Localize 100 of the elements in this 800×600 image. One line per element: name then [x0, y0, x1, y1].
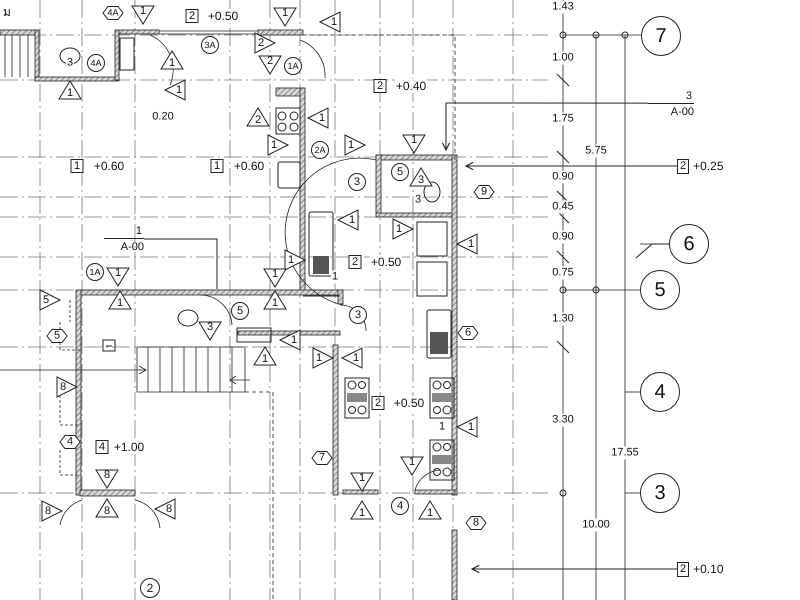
elevation-tag: 3	[198, 321, 222, 341]
leader-arrow	[471, 564, 678, 574]
door-tag: 3	[349, 306, 367, 324]
level-value: +0.60	[92, 159, 126, 173]
door-tag: 3	[348, 173, 366, 191]
door-tag: 4A	[87, 54, 105, 72]
grid-bubble: 2	[140, 578, 160, 598]
level-value: +0.50	[370, 255, 402, 269]
elevation-tag: 8	[154, 498, 176, 520]
elevation-tag: 1	[341, 347, 363, 369]
dimension-text: 1.00	[551, 52, 575, 64]
elevation-tag: 1	[402, 134, 426, 154]
elevation-tag: 1	[131, 5, 155, 25]
grid-bubble: 5	[640, 270, 680, 310]
elevation-tag: 1	[267, 134, 289, 156]
elevation-tag: 1	[456, 233, 478, 255]
door-tag: 5	[391, 163, 409, 181]
elevation-tag: 1	[164, 79, 186, 101]
level-value: +0.50	[206, 9, 240, 23]
leader-arrow	[465, 162, 678, 170]
elevation-tag: 1	[456, 416, 478, 438]
floor-level-number: 2	[348, 255, 362, 269]
dimension-text: 5.75	[584, 144, 608, 158]
elevation-tag: 1	[312, 347, 334, 369]
door-tag: 1A	[284, 57, 302, 75]
leader-arrow	[442, 102, 648, 151]
grid-bubble: 7	[641, 16, 681, 56]
window-tag: 9	[473, 184, 495, 200]
elevation-tag: 1	[279, 329, 301, 351]
window-tag: 5	[46, 328, 68, 344]
door-tag: 2A	[311, 141, 329, 159]
floor-level-number: 2	[374, 79, 386, 93]
level-value: +0.50	[392, 396, 426, 410]
door-tag: 5	[231, 302, 249, 320]
elevation-tag: 1	[392, 218, 414, 240]
elevation-tag: 1	[307, 107, 329, 129]
level-value: +0.10	[693, 563, 724, 575]
level-value: +0.40	[394, 79, 428, 93]
elevation-tag: 1	[160, 50, 184, 70]
floor-level-number: 2	[677, 158, 690, 174]
elevation-tag: 1	[263, 268, 287, 288]
dimension-text: 1.30	[551, 312, 575, 326]
dimension-text: 1.75	[551, 112, 575, 126]
elevation-tag: 1	[253, 346, 277, 366]
elevation-tag: 1	[400, 456, 424, 476]
window-tag: 6	[457, 326, 479, 340]
elevation-tag: 8	[41, 500, 63, 522]
door-tag: 4	[391, 497, 409, 515]
tag-number: 1	[330, 270, 340, 284]
dimension-text: 0.75	[551, 266, 575, 280]
elevation-tag: 8	[56, 376, 78, 398]
elevation-tag: 2	[254, 32, 276, 54]
window-tag: 7	[311, 450, 333, 466]
floor-level-number: 1	[70, 159, 84, 173]
elevation-tag: 1	[284, 249, 306, 271]
elevation-tag: 2	[258, 55, 282, 75]
level-value: +1.00	[112, 440, 146, 454]
elevation-tag: 1	[58, 80, 82, 100]
elevation-tag: 1	[263, 290, 287, 310]
sheet-reference: A-00	[104, 238, 144, 254]
dimension-text: 17.55	[610, 446, 640, 460]
elevation-tag: 1	[273, 7, 297, 27]
grid-bubble: 6	[669, 224, 709, 264]
door-tag: 3A	[201, 36, 219, 54]
dimension-text: 0.45	[551, 200, 575, 214]
level-value: +0.25	[693, 160, 724, 172]
dimension-text: 0.90	[551, 230, 575, 244]
grid-bubble: 4	[640, 372, 680, 412]
dimension-text: 0.90	[551, 170, 575, 184]
floor-level-number: 1	[210, 159, 224, 173]
window-tag: 8	[465, 516, 487, 530]
window-tag: 4	[59, 434, 81, 450]
window-tag: 4A	[102, 6, 124, 20]
elevation-tag: 5	[39, 289, 61, 311]
elevation-tag: 1	[350, 500, 374, 520]
leader-line	[144, 238, 218, 290]
door-tag: 1A	[86, 263, 104, 281]
dimension-text: 3.30	[551, 414, 575, 426]
elevation-tag: 8	[95, 498, 119, 518]
elevation-tag: 1	[337, 209, 359, 231]
grid-bubble: 3	[640, 473, 680, 513]
sheet-reference: A-00	[648, 103, 694, 119]
elevation-tag: 1	[319, 11, 341, 33]
elevation-tag: 1	[106, 267, 130, 287]
leader-line	[636, 244, 670, 258]
elevation-tag: 1	[344, 134, 366, 156]
elevation-tag: 8	[95, 469, 119, 489]
elevation-tag: 1	[108, 290, 132, 310]
elevation-tag: 3	[409, 167, 433, 187]
elevation-tag: 2	[246, 107, 270, 127]
elevation-tag: 1	[418, 500, 442, 520]
section-number: 3	[686, 89, 693, 103]
floor-level-number: 2	[186, 9, 198, 23]
dimension-text: 10.00	[581, 518, 611, 532]
section-number: 1	[136, 224, 143, 238]
elevation-tag: 1	[350, 472, 374, 492]
floor-level-number: 2	[372, 396, 384, 410]
floor-level-number: 2	[677, 562, 690, 576]
dimension-text: 1.43	[551, 0, 575, 14]
level-value: +0.60	[232, 159, 266, 173]
